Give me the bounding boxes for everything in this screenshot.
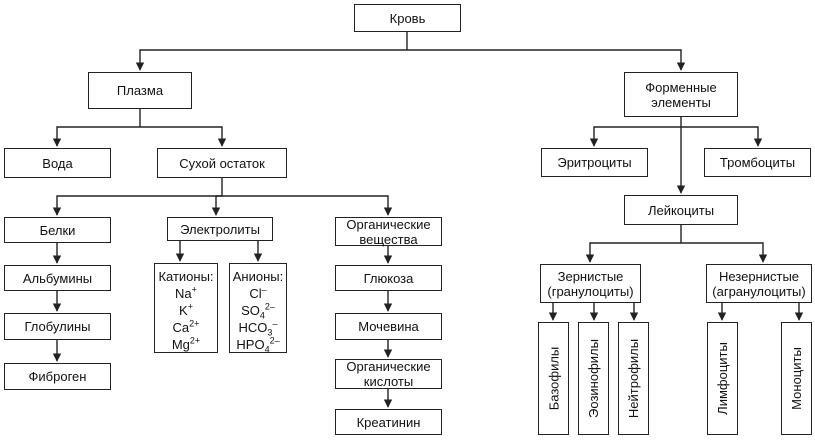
- ion-cl: Cl–: [249, 284, 267, 301]
- ion-na: Na+: [175, 284, 197, 301]
- node-platelets: Тромбоциты: [704, 148, 811, 177]
- edge-formed-platelets: [681, 126, 763, 147]
- node-creatinine: Креатинин: [335, 409, 442, 435]
- node-organic-acids: Органические кислоты: [335, 359, 442, 389]
- ion-k: K+: [179, 301, 193, 318]
- node-fibrinogen: Фиброген: [4, 363, 111, 390]
- node-urea-label: Мочевина: [358, 319, 419, 334]
- node-creatinine-label: Креатинин: [356, 414, 421, 430]
- node-neutrophils: Нейтрофилы: [618, 322, 649, 435]
- node-agranulocytes: Незернистые (агранулоциты): [706, 264, 812, 303]
- node-organic-line1: Органические: [346, 216, 431, 232]
- node-water: Вода: [4, 148, 111, 178]
- node-eosinophils: Эозинофилы: [578, 322, 609, 435]
- node-blood: Кровь: [354, 4, 461, 32]
- anions-title: Анионы:: [232, 269, 284, 284]
- node-granulocytes: Зернистые (гранулоциты): [540, 264, 641, 303]
- node-dry-residue: Сухой остаток: [157, 148, 287, 178]
- node-lymphocytes-label: Лимфоциты: [715, 342, 731, 415]
- node-erythrocytes-label: Эритроциты: [557, 155, 632, 170]
- node-proteins-label: Белки: [39, 222, 76, 238]
- ion-so4: SO42–: [241, 301, 275, 321]
- node-formed-line2: элементы: [651, 94, 711, 110]
- node-granular-line1: Зернистые: [557, 268, 624, 284]
- node-agranular-line1: Незернистые: [718, 268, 800, 284]
- node-electrolytes: Электролиты: [167, 217, 273, 241]
- node-glucose: Глюкоза: [335, 265, 442, 291]
- edge-dry-organic: [222, 195, 393, 216]
- node-formed-line1: Форменные: [645, 79, 717, 95]
- node-neutrophils-label: Нейтрофилы: [626, 338, 641, 419]
- node-dry-label: Сухой остаток: [179, 155, 265, 171]
- node-anions: Анионы: Cl– SO42– HCO3– HPO42–: [229, 263, 287, 355]
- node-granular-line2: (гранулоциты): [547, 283, 634, 299]
- node-basophils: Базофилы: [538, 322, 569, 435]
- edge-plasma-water: [52, 126, 140, 147]
- ion-hco3: HCO3–: [238, 318, 278, 338]
- node-formed-elements: Форменные элементы: [624, 72, 738, 117]
- node-monocytes-label: Моноциты: [789, 347, 804, 410]
- ion-hpo4: HPO42–: [236, 335, 280, 355]
- edge-dry-proteins: [52, 195, 222, 216]
- ion-mg: Mg2+: [171, 335, 201, 352]
- node-leukocytes: Лейкоциты: [624, 195, 738, 225]
- edge-blood-formed: [407, 49, 686, 71]
- node-glucose-label: Глюкоза: [363, 270, 414, 286]
- node-blood-label: Кровь: [389, 10, 426, 26]
- node-lymphocytes: Лимфоциты: [707, 322, 738, 435]
- edge-dry-electrolytes: [211, 195, 222, 216]
- node-fibrinogen-label: Фиброген: [28, 369, 87, 384]
- node-water-label: Вода: [42, 155, 73, 171]
- node-acids-line2: кислоты: [363, 374, 414, 389]
- node-globulins: Глобулины: [4, 313, 111, 340]
- node-albumins: Альбумины: [4, 265, 111, 291]
- node-globulins-label: Глобулины: [24, 319, 91, 334]
- node-organic-substances: Органические вещества: [335, 216, 442, 247]
- node-electrolytes-label: Электролиты: [180, 221, 260, 237]
- ion-ca: Ca2+: [172, 318, 200, 335]
- node-acids-line1: Органические: [346, 359, 431, 374]
- node-leukocytes-label: Лейкоциты: [647, 202, 715, 218]
- node-albumins-label: Альбумины: [22, 270, 93, 286]
- edge-leukocytes-granular: [585, 242, 681, 263]
- edge-plasma-dry: [140, 126, 227, 147]
- node-proteins: Белки: [4, 217, 111, 243]
- node-erythrocytes: Эритроциты: [541, 148, 648, 177]
- node-organic-line2: вещества: [359, 231, 418, 247]
- cations-title: Катионы:: [158, 269, 214, 284]
- node-plasma-label: Плазма: [116, 83, 164, 98]
- node-monocytes: Моноциты: [781, 322, 812, 435]
- node-platelets-label: Тромбоциты: [719, 155, 796, 170]
- node-basophils-label: Базофилы: [546, 346, 562, 411]
- edge-leukocytes-agranular: [681, 242, 768, 263]
- node-agranular-line2: (агранулоциты): [712, 283, 806, 299]
- node-urea: Мочевина: [335, 313, 442, 340]
- edge-blood-plasma: [135, 49, 407, 71]
- edge-formed-erythrocytes: [589, 126, 681, 147]
- node-cations: Катионы: Na+ K+ Ca2+ Mg2+: [154, 263, 218, 353]
- node-eosinophils-label: Эозинофилы: [586, 339, 602, 418]
- node-plasma: Плазма: [88, 72, 192, 109]
